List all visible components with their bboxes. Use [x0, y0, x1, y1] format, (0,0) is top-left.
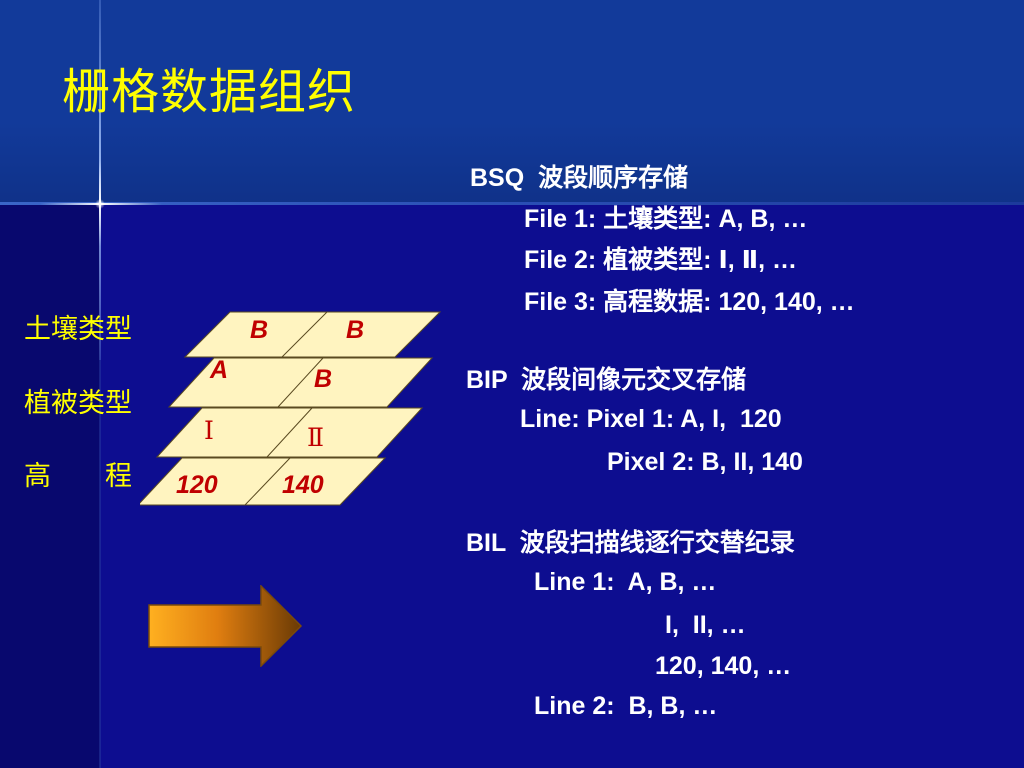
bil-line-1-band-2: I, II, … — [665, 611, 746, 639]
layer-label-elevation: 高 程 — [24, 461, 132, 492]
bip-heading: BIP 波段间像元交叉存储 — [466, 366, 747, 394]
layer-soil-plane — [183, 311, 442, 358]
left-band — [0, 205, 100, 768]
cell-landuse-2: Ⅱ — [307, 423, 324, 452]
cell-soil-2: B — [346, 316, 364, 344]
layer-landuse: Ⅰ Ⅱ — [155, 407, 424, 458]
layer-soil-divider — [281, 311, 328, 358]
header-band-shade — [0, 0, 1024, 203]
bsq-file-3: File 3: 高程数据: 120, 140, … — [524, 288, 855, 316]
cell-vegetation-1: A — [209, 356, 228, 384]
cell-vegetation-2: B — [314, 365, 332, 393]
layer-elevation-plane — [140, 457, 387, 506]
cell-elevation-1: 120 — [176, 471, 218, 499]
header-divider — [0, 202, 1024, 205]
cell-elevation-2: 140 — [282, 471, 324, 499]
bil-line-1-band-3: 120, 140, … — [655, 652, 792, 680]
bsq-file-2: File 2: 植被类型: Ⅰ, Ⅱ, … — [524, 246, 798, 274]
layer-landuse-divider — [266, 407, 313, 458]
vertical-line-decoration-lower — [99, 360, 101, 768]
layer-soil: B B — [183, 311, 442, 358]
layer-elevation: 120 140 — [140, 457, 387, 506]
right-arrow-icon — [148, 585, 303, 667]
bsq-file-1: File 1: 土壤类型: A, B, … — [524, 205, 808, 233]
bil-line-1: Line 1: A, B, … — [534, 568, 717, 596]
raster-layers-diagram: 120 140 Ⅰ Ⅱ A B B B — [140, 311, 442, 506]
bip-pixel-2: Pixel 2: B, II, 140 — [607, 448, 803, 476]
cell-landuse-1: Ⅰ — [204, 416, 214, 445]
bip-line-pixel-1: Line: Pixel 1: A, I, 120 — [520, 405, 782, 433]
cell-soil-1: B — [250, 316, 268, 344]
slide-title: 栅格数据组织 — [62, 64, 357, 120]
layer-vegetation: A B — [167, 356, 434, 408]
layer-label-soil: 土壤类型 — [24, 314, 132, 345]
layer-label-vegetation: 植被类型 — [24, 388, 132, 419]
bil-line-2: Line 2: B, B, … — [534, 692, 718, 720]
header-band — [0, 0, 1024, 203]
bil-heading: BIL 波段扫描线逐行交替纪录 — [466, 529, 795, 557]
layer-elevation-divider — [244, 457, 291, 506]
bsq-heading: BSQ 波段顺序存储 — [470, 164, 689, 192]
sparkle-decoration — [95, 199, 105, 209]
layer-vegetation-divider — [277, 357, 324, 408]
